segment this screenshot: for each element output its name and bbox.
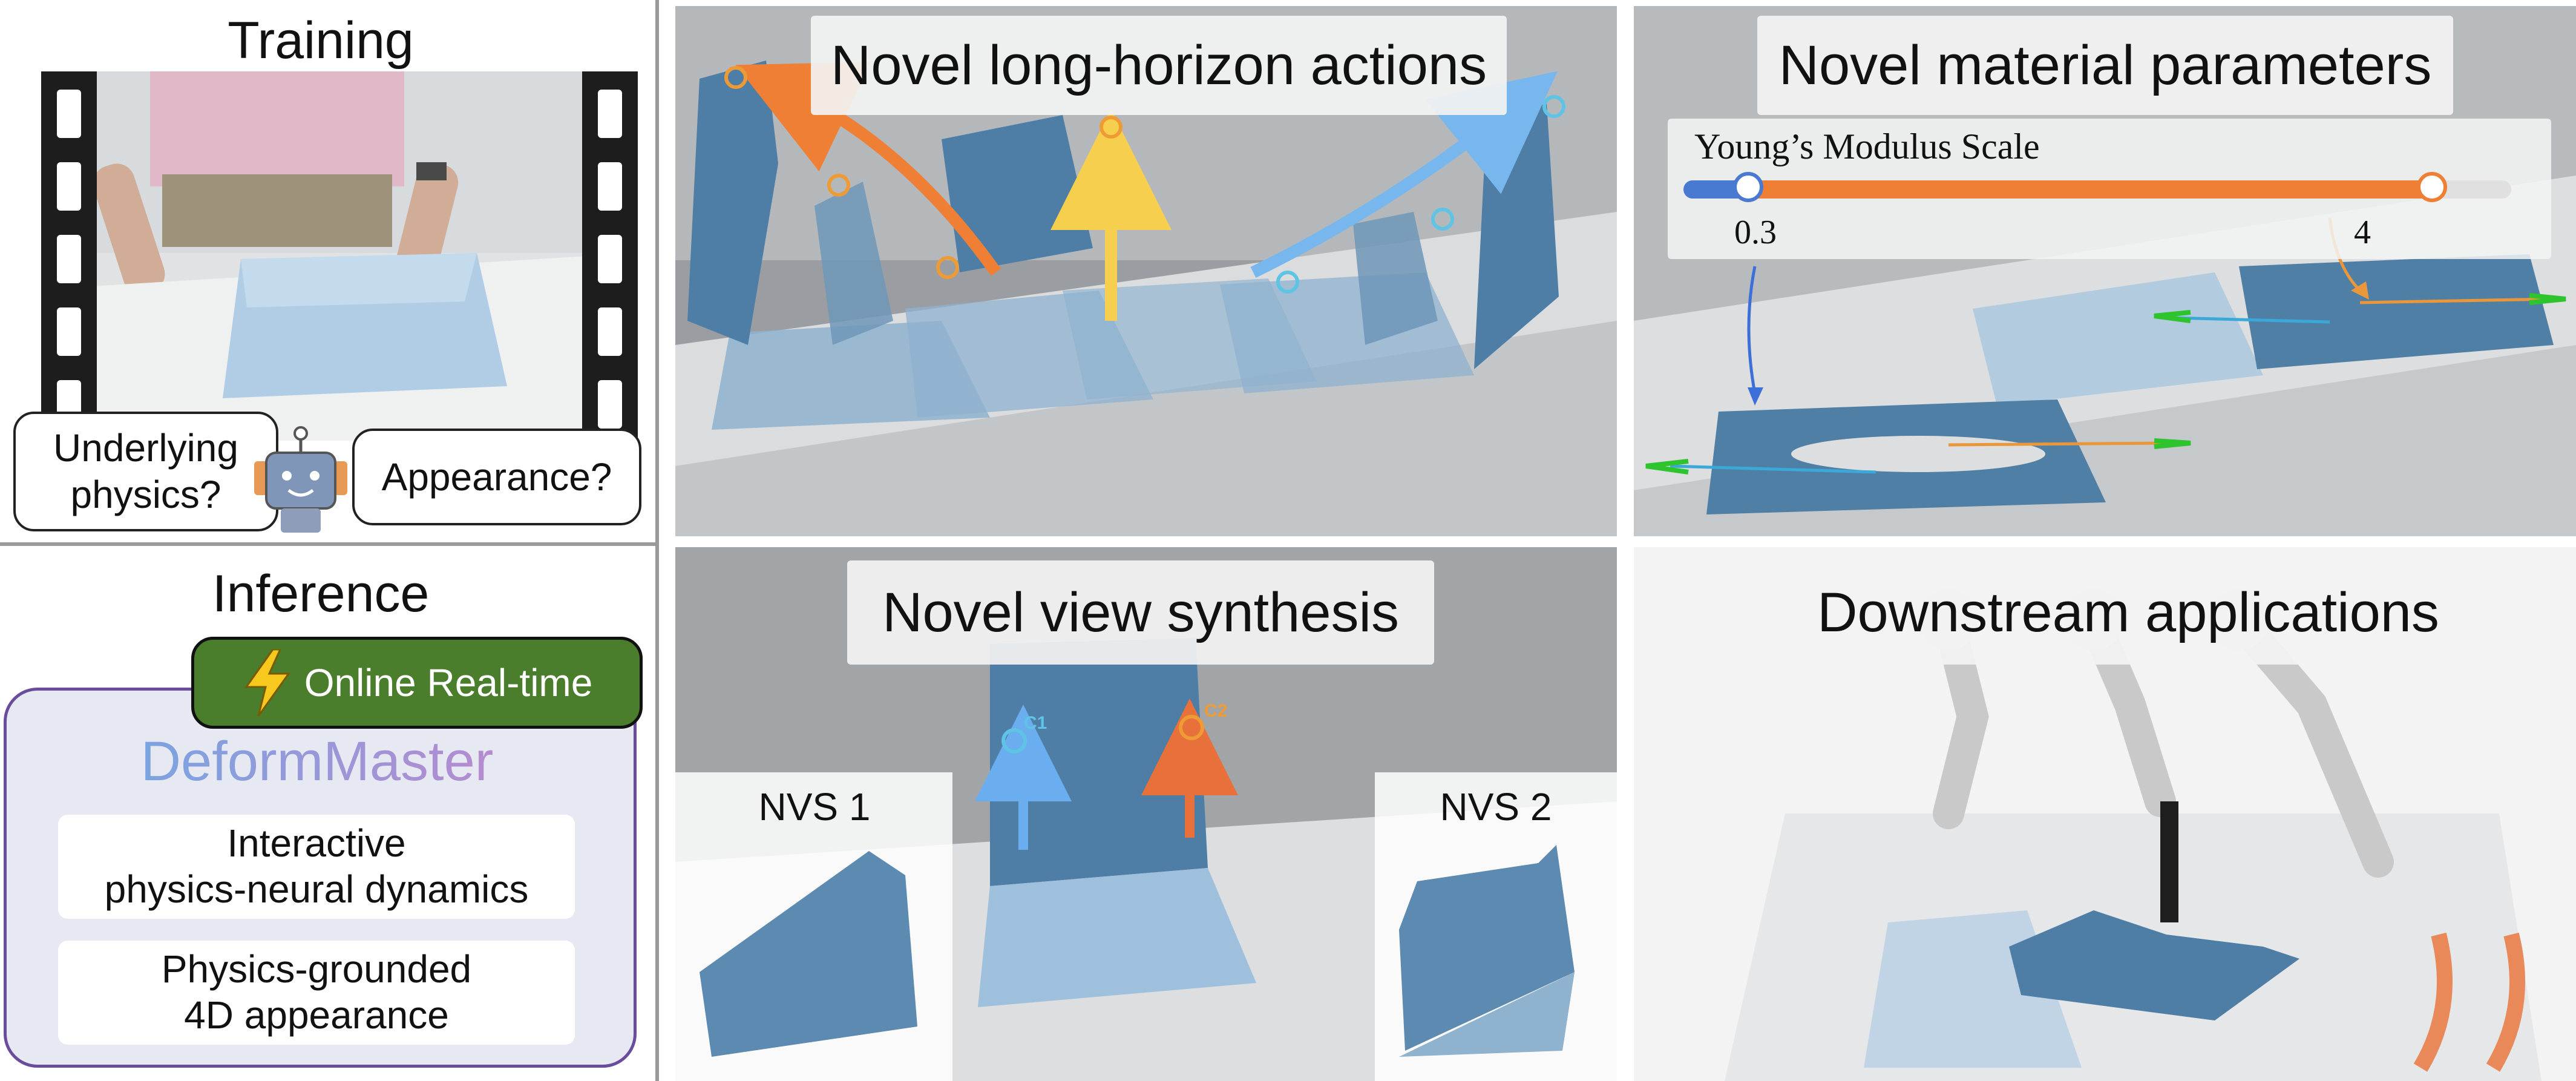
actions-scene xyxy=(675,6,1617,536)
box2-line2: 4D appearance xyxy=(184,993,449,1037)
gripper xyxy=(2160,801,2178,922)
slider-thumb-max[interactable] xyxy=(2417,172,2447,202)
caption-downstream-applications: Downstream applications xyxy=(1781,560,2475,665)
caption-long-horizon-actions: Novel long-horizon actions xyxy=(811,16,1507,115)
slider-track-orange xyxy=(1750,180,2433,199)
caption-material-parameters: Novel material parameters xyxy=(1757,16,2453,115)
bubble-appearance-text: Appearance? xyxy=(381,455,612,499)
panel-material-parameters xyxy=(1634,6,2576,536)
slider-thumb-min[interactable] xyxy=(1733,172,1763,202)
materials-scene xyxy=(1634,6,2576,536)
caption-novel-view-synthesis: Novel view synthesis xyxy=(847,560,1434,665)
panel-novel-view-synthesis xyxy=(675,547,1617,1081)
bubble-underlying-physics: Underlying physics? xyxy=(13,412,278,531)
box2-line1: Physics-grounded xyxy=(161,947,472,991)
lightning-icon xyxy=(244,649,290,716)
training-scene xyxy=(41,71,638,441)
slider-label: Young’s Modulus Scale xyxy=(1694,126,2040,166)
film-strip-right xyxy=(582,71,638,441)
brand-text: DeformMaster xyxy=(140,731,494,792)
box1-line1: Interactive xyxy=(227,821,406,866)
watch xyxy=(416,162,447,180)
person-left-arm xyxy=(93,163,165,294)
film-strip-left xyxy=(41,71,97,441)
nvs2-cloth xyxy=(1399,845,1575,1057)
nvs2-label: NVS 2 xyxy=(1440,785,1552,829)
person-shorts xyxy=(162,174,392,247)
brand-title: DeformMaster xyxy=(4,730,631,794)
youngs-modulus-slider[interactable] xyxy=(1683,172,2511,202)
grasped-cloth xyxy=(2009,910,2299,1020)
badge-label: Online Real-time xyxy=(304,661,593,705)
box-interactive-dynamics: Interactive physics-neural dynamics xyxy=(58,815,575,919)
horizontal-divider xyxy=(0,542,655,546)
bubble-physics-line2: physics? xyxy=(70,473,221,516)
slider-max-label: 4 xyxy=(2354,214,2371,251)
training-title: Training xyxy=(228,12,414,70)
stiff-cloth xyxy=(2239,254,2554,369)
slider-min-label: 0.3 xyxy=(1734,214,1777,251)
inference-title: Inference xyxy=(212,565,430,623)
nvs1-label: NVS 1 xyxy=(758,785,871,829)
panel-gap-horizontal xyxy=(659,536,2576,547)
arrow-blue xyxy=(1250,71,1558,278)
box1-line2: physics-neural dynamics xyxy=(104,867,529,911)
c2-label: C2 xyxy=(1204,701,1228,721)
training-video-frame xyxy=(41,71,638,441)
vertical-divider xyxy=(655,0,659,1081)
box-4d-appearance: Physics-grounded 4D appearance xyxy=(58,941,575,1045)
panel-gap-left xyxy=(659,0,675,1081)
robot-icon xyxy=(254,426,347,533)
person-shirt xyxy=(150,71,404,186)
online-realtime-badge: Online Real-time xyxy=(191,637,643,729)
nvs1-inset xyxy=(675,772,952,1081)
panel-long-horizon-actions xyxy=(675,6,1617,536)
nvs1-cloth xyxy=(700,851,917,1057)
nvs2-inset xyxy=(1375,772,1617,1081)
bubble-physics-line1: Underlying xyxy=(53,426,238,470)
c1-label: C1 xyxy=(1024,713,1047,733)
center-flat-cloth xyxy=(978,868,1256,1007)
bubble-appearance: Appearance? xyxy=(352,429,641,525)
